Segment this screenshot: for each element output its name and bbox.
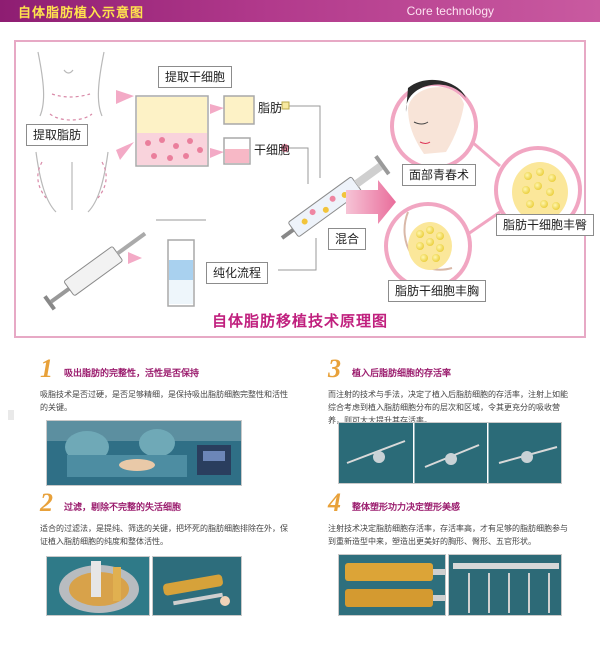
step-description: 注射技术决定脂肪细胞存活率，存活率高，才有足够的脂肪细胞参与到重新造型中来，塑造… bbox=[328, 524, 568, 546]
diagram-panel: 提取脂肪 提取干细胞 脂肪 干细胞 混合 纯化流程 面部青春术 脂肪干细胞丰胸 … bbox=[14, 40, 595, 338]
step-title: 吸出脂肪的完整性，活性是否保持 bbox=[64, 369, 200, 379]
step-2-photo-b bbox=[152, 556, 242, 616]
step-number: 4 bbox=[328, 488, 341, 517]
diagram-caption: 自体脂肪移植技术原理图 bbox=[211, 312, 388, 330]
step-4: 4 整体塑形功力决定塑形美感 注射技术决定脂肪细胞存活率，存活率高，才有足够的脂… bbox=[328, 490, 574, 548]
arrow-icon bbox=[210, 104, 224, 114]
step-1: 1 吸出脂肪的完整性，活性是否保持 吸脂技术是否过硬，是否足够精细，是保持吸出脂… bbox=[40, 356, 290, 414]
label-mix: 混合 bbox=[328, 228, 367, 250]
arrow-icon bbox=[116, 90, 134, 104]
stem-cell-marker-icon bbox=[281, 144, 289, 152]
waist-illustration bbox=[37, 51, 105, 121]
label-purify: 纯化流程 bbox=[206, 262, 269, 284]
step-description: 适合的过滤法，是提纯、筛选的关键，把坏死的脂肪细胞排除在外，保证植入脂肪细胞的纯… bbox=[40, 524, 288, 546]
header-title: 自体脂肪植入示意图 bbox=[18, 5, 145, 21]
step-4-photo-a bbox=[338, 554, 446, 616]
header-bar: 自体脂肪植入示意图 Core technology bbox=[0, 0, 600, 22]
arrow-icon bbox=[210, 148, 224, 158]
step-title: 过滤，剔除不完整的失活细胞 bbox=[64, 503, 182, 513]
label-face: 面部青春术 bbox=[402, 164, 477, 186]
step-title: 植入后脂肪细胞的存活率 bbox=[352, 369, 452, 379]
step-4-photo-b bbox=[448, 554, 562, 616]
label-stem-cell: 干细胞 bbox=[254, 143, 291, 157]
step-3-photo bbox=[338, 422, 562, 484]
breast-illustration bbox=[384, 202, 472, 290]
step-3: 3 植入后脂肪细胞的存活率 而注射的技术与手法，决定了植入后脂肪细胞的存活率，注… bbox=[328, 356, 574, 427]
side-marker bbox=[8, 410, 14, 420]
thigh-illustration bbox=[35, 151, 109, 213]
extraction-syringe bbox=[43, 231, 147, 311]
fat-marker-icon bbox=[281, 101, 290, 110]
big-arrow-icon bbox=[346, 180, 396, 224]
step-title: 整体塑形功力决定塑形美感 bbox=[352, 503, 461, 513]
step-description: 而注射的技术与手法，决定了植入后脂肪细胞的存活率，注射上如能综合考虑到植入脂肪细… bbox=[328, 390, 568, 425]
test-tube bbox=[167, 239, 195, 307]
beaker-stem-cell bbox=[223, 137, 251, 165]
label-breast: 脂肪干细胞丰胸 bbox=[388, 280, 487, 302]
step-description: 吸脂技术是否过硬，是否足够精细，是保持吸出脂肪细胞完整性和活性的关键。 bbox=[40, 390, 288, 412]
fat-cell-dots bbox=[416, 168, 560, 262]
beaker-fat bbox=[223, 95, 255, 125]
face-illustration bbox=[390, 79, 478, 170]
header-subtitle: Core technology bbox=[406, 4, 494, 18]
label-fat: 脂肪 bbox=[258, 101, 283, 115]
process-diagram bbox=[35, 51, 582, 311]
label-extract-fat: 提取脂肪 bbox=[26, 124, 89, 146]
arrow-icon bbox=[128, 252, 142, 264]
step-2: 2 过滤，剔除不完整的失活细胞 适合的过滤法，是提纯、筛选的关键，把坏死的脂肪细… bbox=[40, 490, 290, 548]
step-number: 2 bbox=[40, 488, 53, 517]
step-number: 3 bbox=[328, 354, 341, 383]
beaker-large bbox=[135, 95, 209, 167]
label-extract-stem-cell: 提取干细胞 bbox=[158, 66, 233, 88]
mixing-syringe bbox=[280, 155, 391, 240]
label-buttock: 脂肪干细胞丰臀 bbox=[496, 214, 595, 236]
arrow-icon bbox=[116, 142, 134, 160]
step-1-photo bbox=[46, 420, 242, 486]
step-number: 1 bbox=[40, 354, 53, 383]
step-2-photo-a bbox=[46, 556, 150, 616]
